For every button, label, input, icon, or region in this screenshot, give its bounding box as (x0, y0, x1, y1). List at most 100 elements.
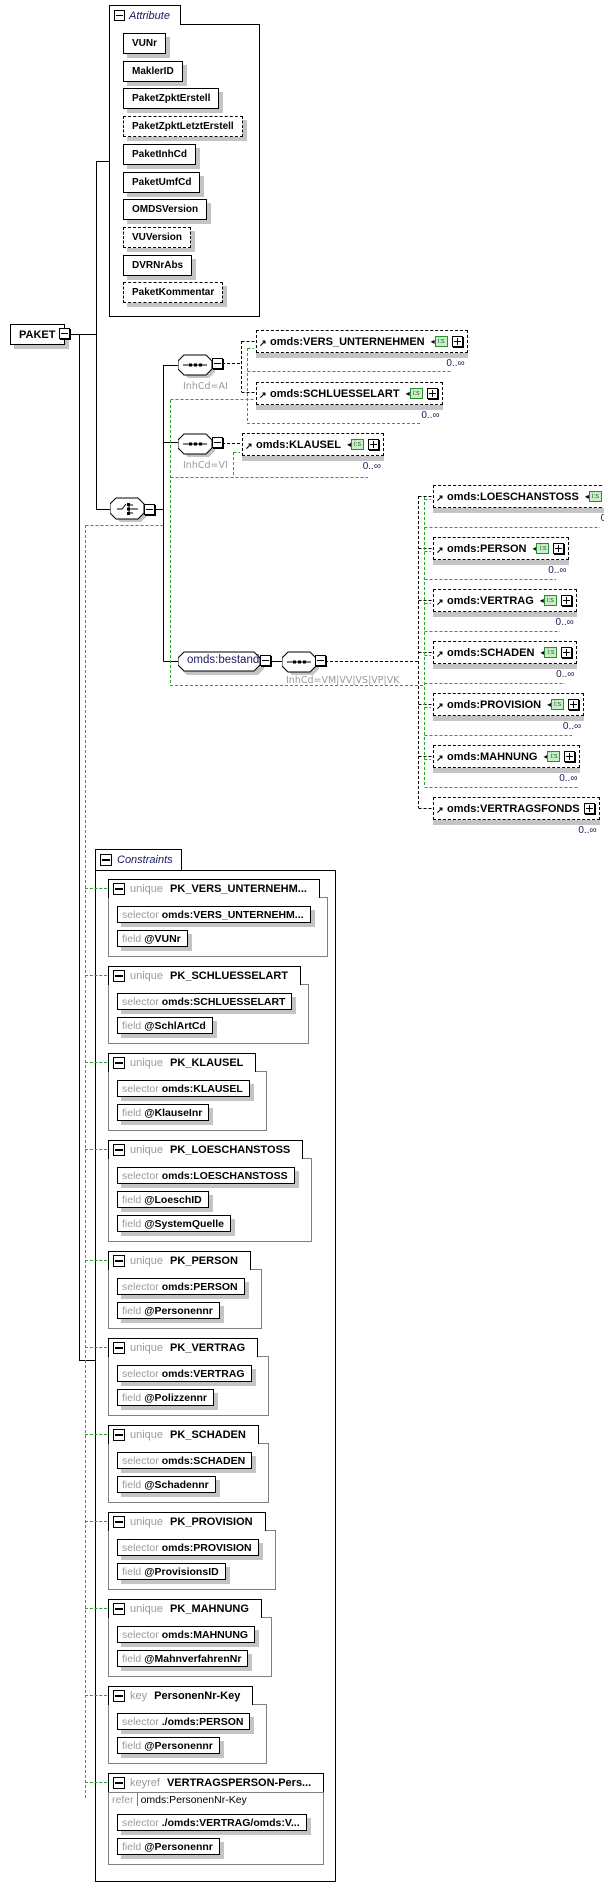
expand-icon[interactable] (560, 595, 572, 606)
expand-icon[interactable] (426, 388, 438, 399)
field-row[interactable]: field@ProvisionsID (117, 1563, 226, 1580)
collapse-icon[interactable] (113, 1603, 125, 1615)
selector-row[interactable]: selector./omds:VERTRAG/omds:V... (117, 1814, 307, 1831)
constraint-body: selector./omds:VERTRAG/omds:V... field@Pe… (108, 1805, 324, 1865)
collapse-icon[interactable] (260, 655, 271, 666)
attribute-item[interactable]: PaketKommentar (123, 282, 224, 304)
expand-icon[interactable] (561, 647, 573, 658)
field-value: @Personennr (144, 1304, 213, 1317)
attribute-item[interactable]: PaketInhCd (123, 143, 197, 165)
constraint-kind: keyref (130, 1777, 160, 1789)
root-element-paket[interactable]: PAKET (10, 324, 65, 345)
expand-icon[interactable] (553, 543, 565, 554)
collapse-icon[interactable] (113, 1777, 125, 1789)
reference-arrow-icon: ↗ (436, 545, 444, 555)
constraint-kind: unique (130, 1429, 164, 1441)
sequence-compositor-ai[interactable] (177, 354, 218, 385)
expand-icon[interactable] (451, 336, 463, 347)
choice-compositor[interactable] (109, 497, 150, 530)
field-row[interactable]: field@SchlArtCd (117, 1017, 213, 1034)
attribute-item[interactable]: PaketZpktLetztErstell (123, 116, 243, 138)
collapse-icon[interactable] (113, 1342, 125, 1354)
field-row[interactable]: field@Polizzennr (117, 1389, 215, 1406)
expand-icon[interactable] (564, 751, 576, 762)
field-row[interactable]: field@Personennr (117, 1838, 220, 1855)
collapse-icon[interactable] (59, 328, 70, 339)
field-row[interactable]: field@Personennr (117, 1302, 220, 1319)
expand-icon[interactable] (583, 803, 595, 814)
attribute-name: PaketUmfCd (132, 176, 192, 188)
child-element[interactable]: ↗omds:LOESCHANSTOSS◂i:s0..∞ (433, 485, 604, 524)
field-row[interactable]: field@Schadennr (117, 1476, 216, 1493)
field-value: @Personennr (144, 1739, 213, 1752)
field-row[interactable]: field@VUNr (117, 930, 188, 947)
selector-row[interactable]: selector./omds:PERSON (117, 1713, 251, 1730)
constraints-tab[interactable]: Constraints (95, 849, 182, 870)
attribute-item[interactable]: MaklerID (123, 60, 183, 82)
attribute-group-tab[interactable]: Attribute (109, 5, 181, 25)
field-row[interactable]: field@LoeschID (117, 1191, 209, 1208)
sequence-compositor-vi[interactable] (177, 433, 218, 464)
collapse-icon[interactable] (114, 10, 125, 21)
collapse-icon[interactable] (113, 970, 125, 982)
collapse-icon[interactable] (212, 437, 223, 448)
collapse-icon[interactable] (144, 504, 155, 515)
collapse-icon[interactable] (113, 1690, 125, 1702)
attribute-item[interactable]: PaketUmfCd (123, 171, 201, 193)
collapse-icon[interactable] (315, 655, 326, 666)
collapse-icon[interactable] (113, 1429, 125, 1441)
collapse-icon[interactable] (113, 1144, 125, 1156)
field-row[interactable]: field@SystemQuelle (117, 1215, 231, 1232)
cardinality: 0..∞ (362, 461, 381, 472)
field-row[interactable]: field@KlauseInr (117, 1104, 210, 1121)
field-row[interactable]: field@Personennr (117, 1737, 220, 1754)
expand-icon[interactable] (568, 699, 580, 710)
attribute-item[interactable]: PaketZpktErstell (123, 88, 220, 110)
collapse-icon[interactable] (100, 854, 112, 866)
collapse-icon[interactable] (113, 1057, 125, 1069)
bestand-element[interactable]: omds:bestand (178, 651, 264, 675)
selector-label: selector (122, 1082, 159, 1095)
attribute-item[interactable]: VUNr (123, 33, 167, 54)
attribute-item[interactable]: DVRNrAbs (123, 254, 193, 276)
expand-icon[interactable] (367, 439, 379, 450)
attribute-item[interactable]: VUVersion (123, 226, 192, 248)
collapse-icon[interactable] (212, 358, 223, 369)
sequence-compositor-bestand[interactable] (281, 651, 322, 682)
collapse-icon[interactable] (113, 883, 125, 895)
field-row[interactable]: field@MahnverfahrenNr (117, 1650, 249, 1667)
collapse-icon[interactable] (113, 1516, 125, 1528)
collapse-icon[interactable] (113, 1255, 125, 1267)
attribute-item[interactable]: OMDSVersion (123, 199, 208, 221)
